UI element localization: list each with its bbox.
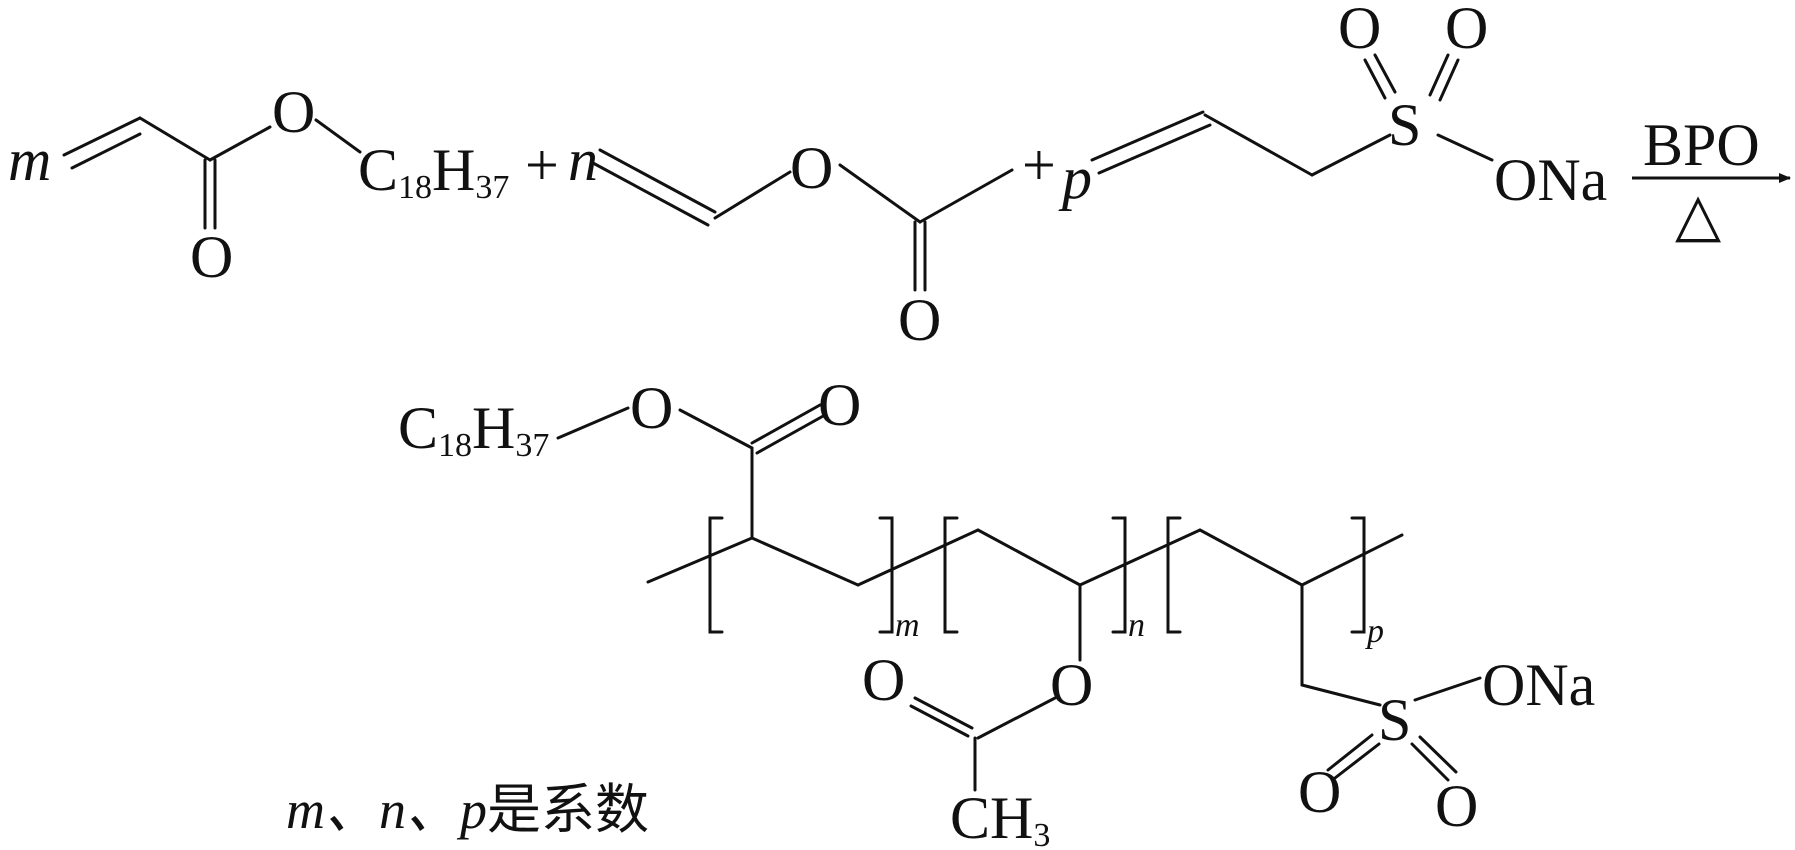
plus-sign-2: + [1022, 132, 1056, 198]
sulfur-atom: S [1388, 92, 1421, 158]
ester1-link-oxygen: O [272, 79, 315, 145]
product-terpolymer: C18H37 O O [398, 372, 1595, 850]
product-sodium-oxide-group: ONa [1482, 652, 1595, 718]
product-octadecyl-group: C18H37 [398, 395, 549, 464]
product-sulfonyl-oxygen-2: O [1435, 773, 1478, 839]
sodium-oxide-group: ONa [1494, 147, 1607, 213]
vinyl-acetate-bonds [591, 148, 1014, 292]
acrylate-bonds [62, 116, 362, 230]
reactant-vinyl-acetate: O O [591, 135, 1014, 353]
octadecyl-group: C18H37 [358, 137, 509, 206]
repeat-unit-brackets [708, 516, 1366, 634]
reactant-octadecyl-acrylate: m O O C18H37 [8, 79, 509, 290]
product-sulfur-atom: S [1378, 687, 1411, 753]
ester1-carbonyl-oxygen: O [190, 224, 233, 290]
coefficient-m: m [8, 127, 51, 193]
product-acetate-carbonyl-oxygen: O [862, 647, 905, 713]
ester2-link-oxygen: O [790, 135, 833, 201]
product-methyl-group: CH3 [950, 785, 1050, 850]
reactant-sodium-allylsulfonate: S O O ONa [1090, 0, 1607, 213]
coefficient-p: p [1058, 145, 1092, 211]
product-ester-carbonyl-oxygen: O [818, 372, 861, 438]
ester2-carbonyl-oxygen: O [898, 287, 941, 353]
plus-sign-1: + [525, 132, 559, 198]
product-acetate-link-oxygen: O [1050, 652, 1093, 718]
coefficient-n: n [568, 127, 598, 193]
reaction-conditions: BPO △ [1632, 112, 1791, 248]
product-ester-link-oxygen: O [630, 375, 673, 441]
reagent-bpo: BPO [1643, 112, 1760, 178]
heat-symbol: △ [1675, 182, 1721, 248]
caption: m、n、p是系数 [286, 780, 649, 840]
product-backbone-bonds [556, 403, 1482, 792]
product-sulfonyl-oxygen-1: O [1298, 759, 1341, 825]
allylsulfonate-bonds [1090, 53, 1494, 177]
repeat-index-n: n [1128, 607, 1145, 644]
sulfonyl-oxygen-2: O [1445, 0, 1488, 61]
repeat-index-p: p [1365, 613, 1384, 650]
sulfonyl-oxygen-1: O [1338, 0, 1381, 61]
repeat-index-m: m [895, 607, 920, 644]
